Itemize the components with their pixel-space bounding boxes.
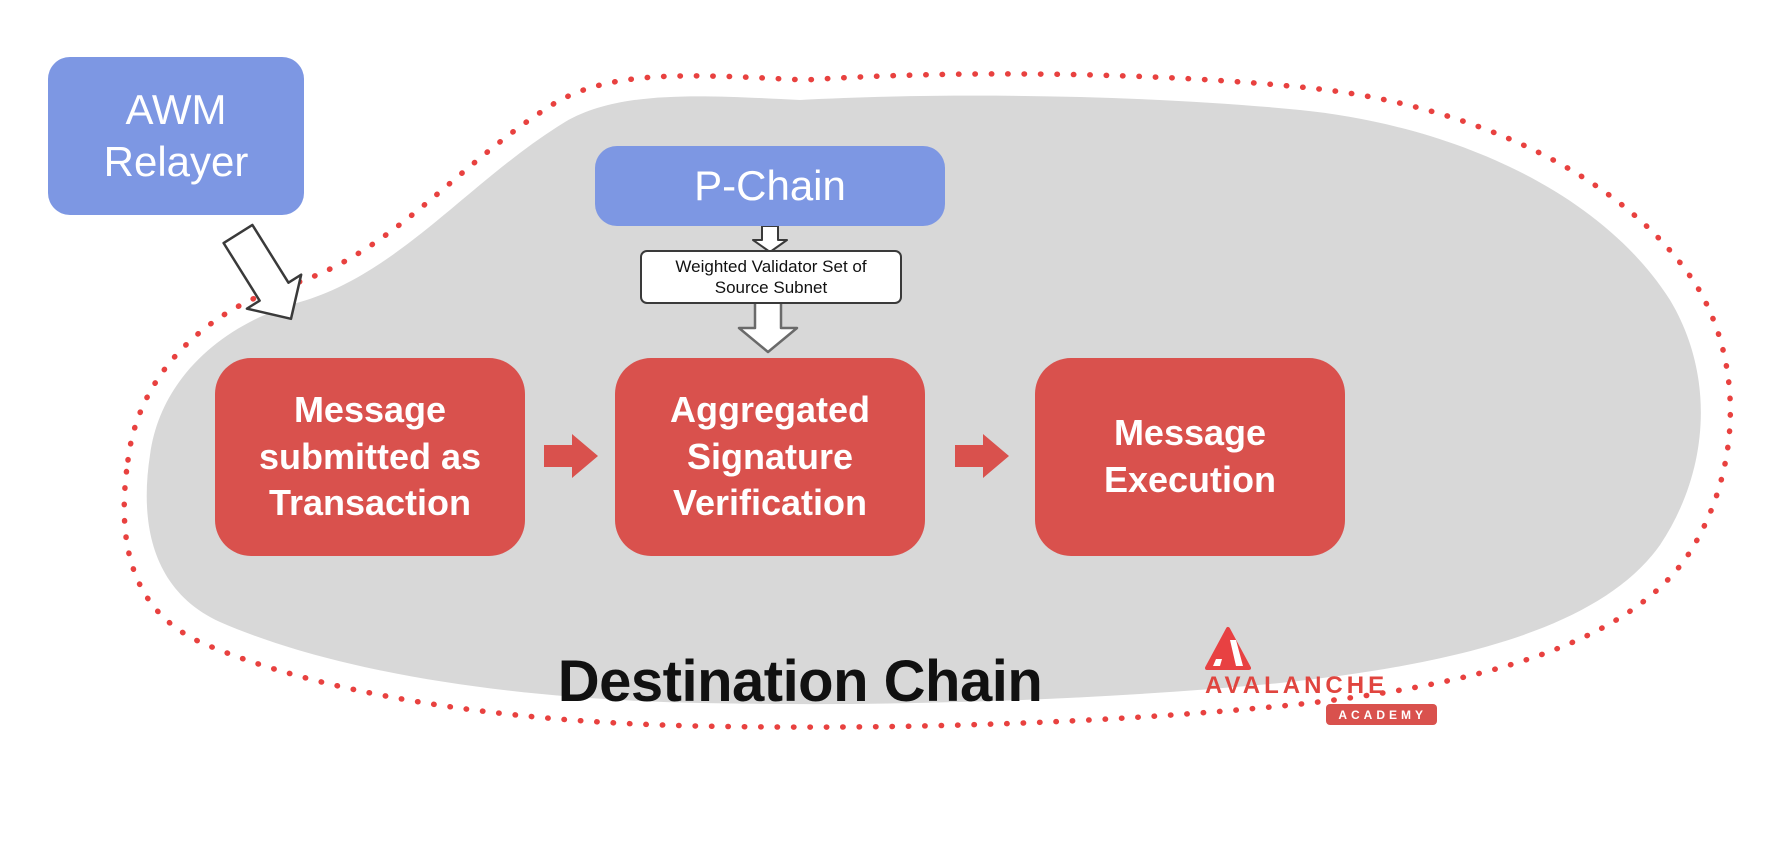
flow-arrow-icon: [955, 434, 1009, 478]
academy-badge: ACADEMY: [1326, 704, 1437, 725]
relayer-arrow-icon: [222, 223, 303, 321]
message-execution-node: Message Execution: [1035, 358, 1345, 556]
signature-verification-node: Aggregated Signature Verification: [615, 358, 925, 556]
awm-relayer-node: AWM Relayer: [48, 57, 304, 215]
destination-chain-title: Destination Chain: [557, 649, 1043, 714]
pchain-down-arrow-icon: [752, 225, 788, 253]
flow-arrow-icon: [544, 434, 598, 478]
avalanche-brand-text: AVALANCHE: [1205, 672, 1389, 699]
p-chain-node: P-Chain: [595, 146, 945, 226]
avalanche-academy-logo: AVALANCHE ACADEMY: [1205, 626, 1437, 725]
destination-chain-dotted-border: [121, 71, 1734, 730]
avalanche-logo-icon: [1205, 627, 1251, 670]
message-submitted-node: Message submitted as Transaction: [215, 358, 525, 556]
validator-down-arrow-icon: [737, 300, 799, 354]
validator-set-node: Weighted Validator Set of Source Subnet: [640, 250, 902, 304]
